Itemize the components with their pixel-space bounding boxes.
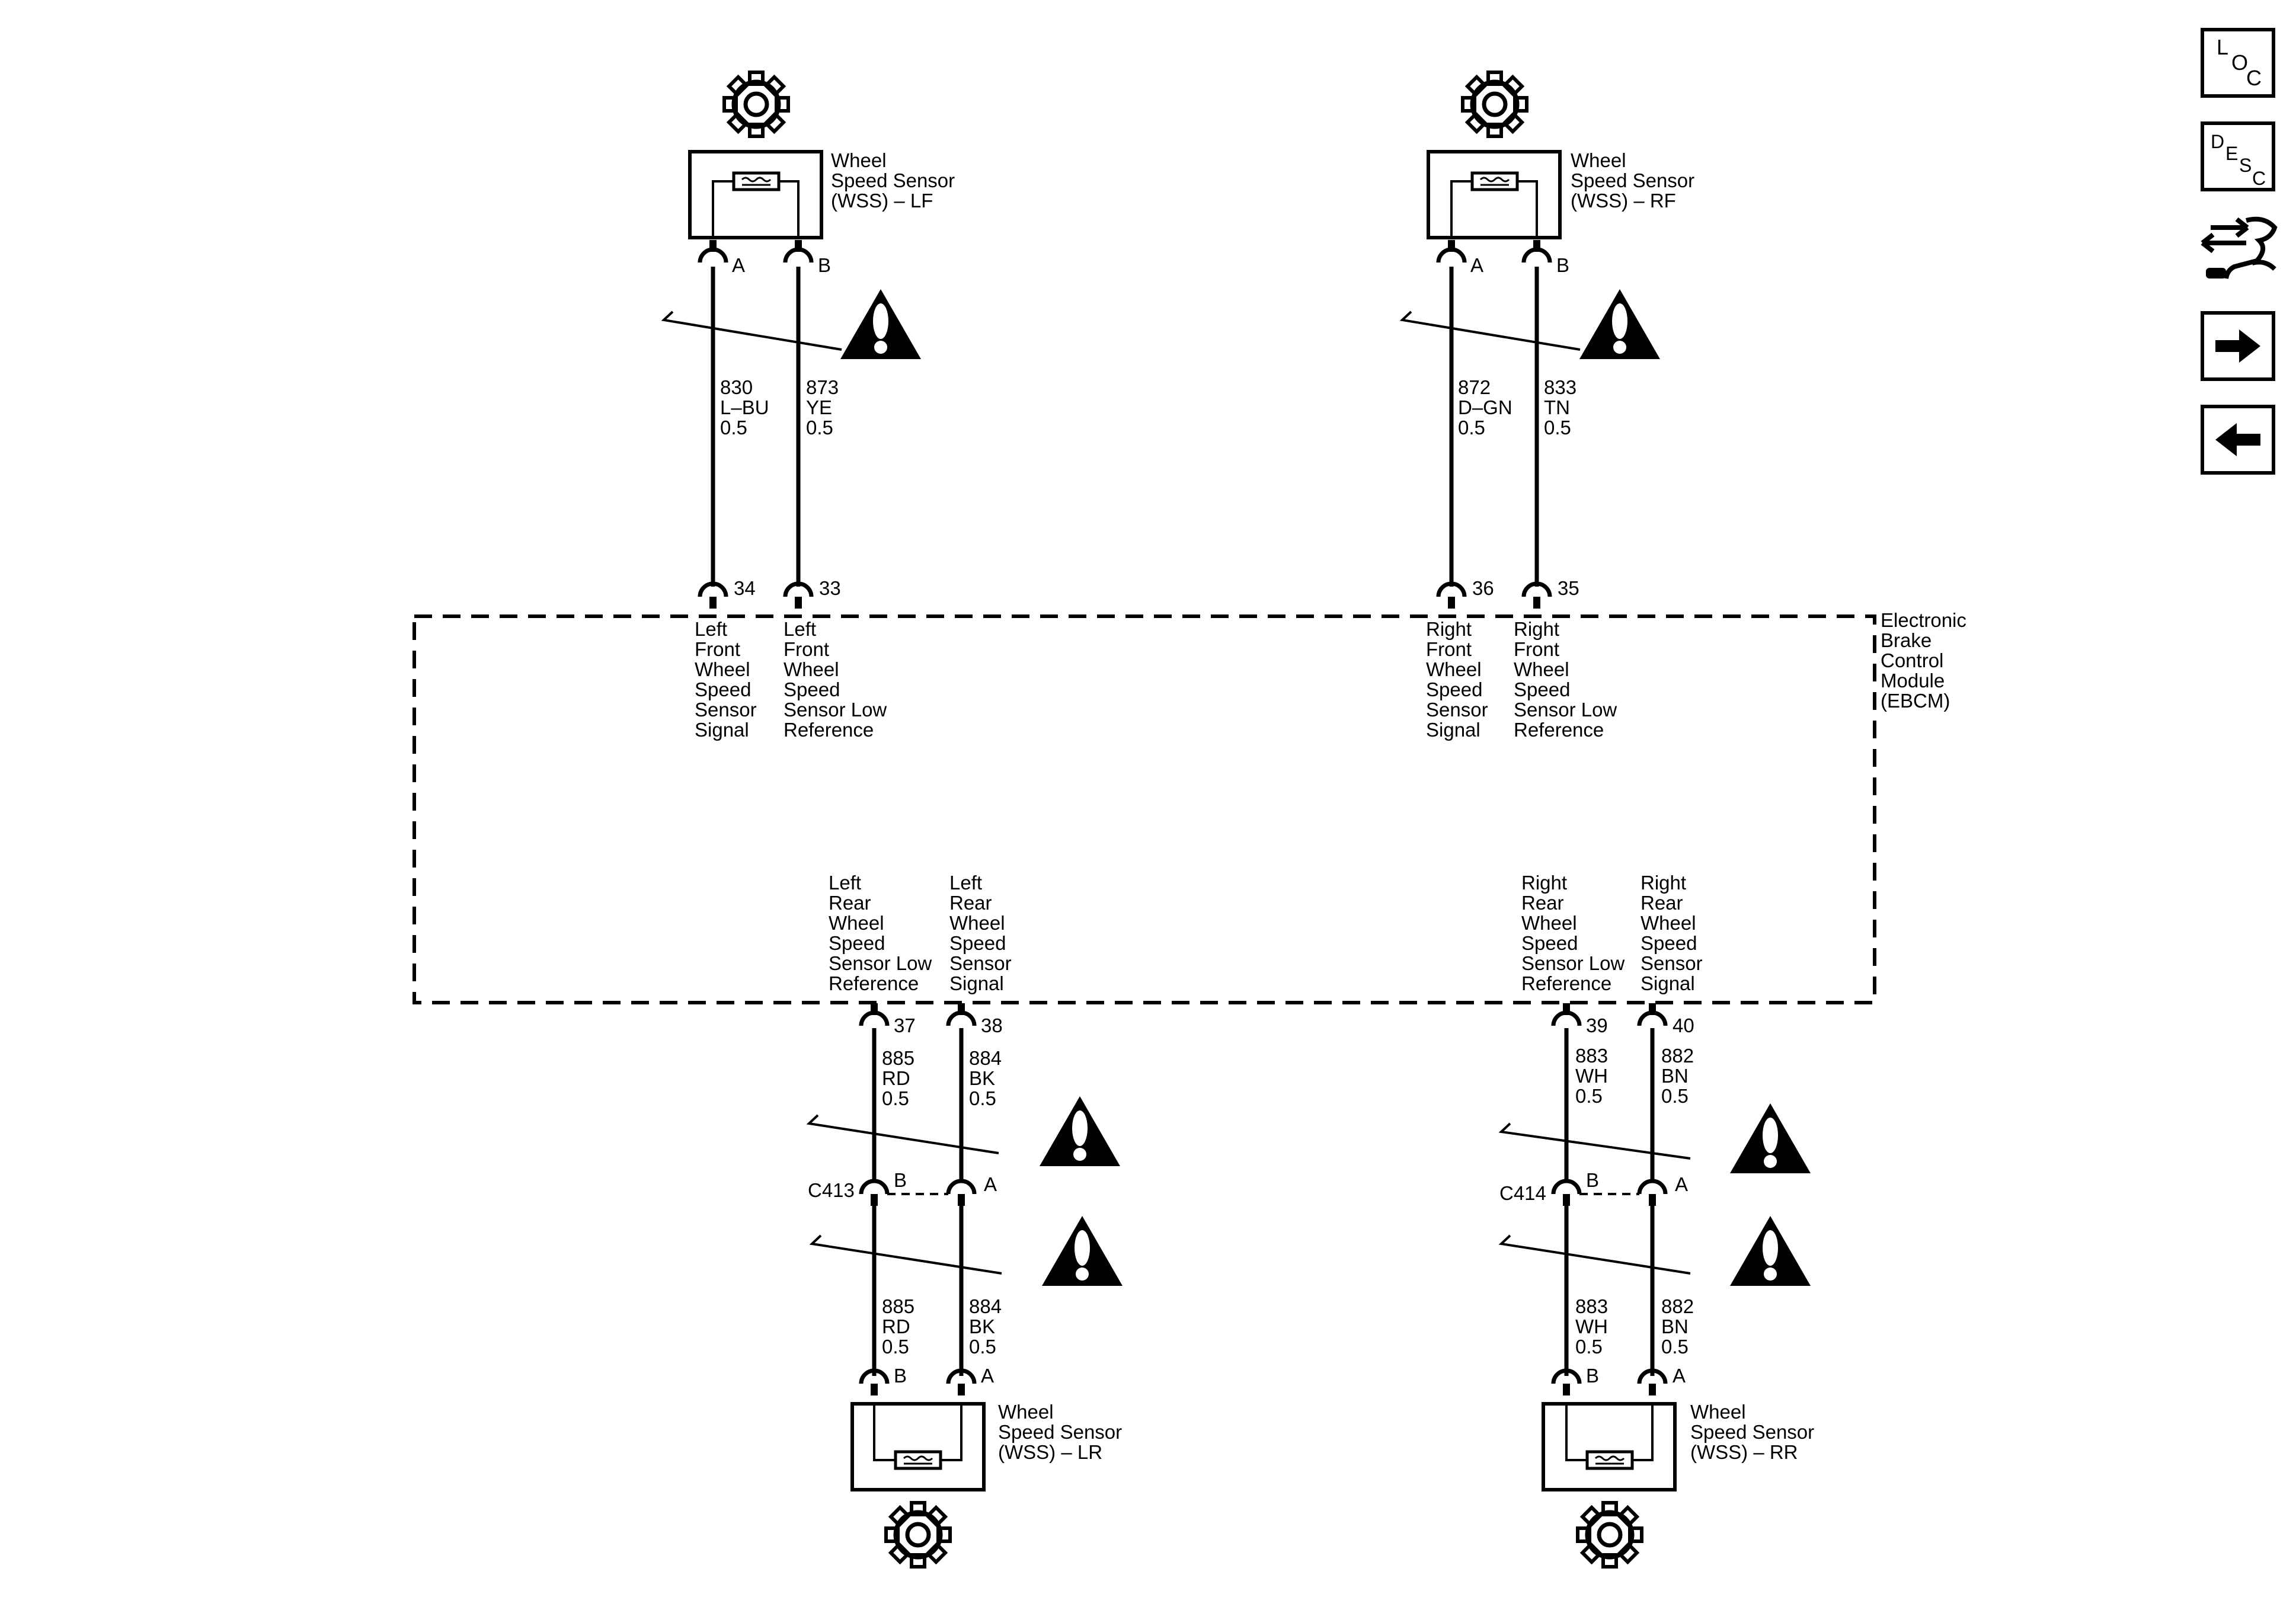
connector-c414[interactable]: C414 B A <box>1499 1169 1688 1206</box>
wheel-speed-sensor-rr[interactable]: B A Wheel Speed Sensor (WSS) – RR <box>1542 1365 1819 1567</box>
svg-text:33: 33 <box>819 577 841 599</box>
ebcm-pin-34[interactable]: 34 Left Front Wheel Speed Sensor Signal <box>695 577 762 741</box>
sensor-rf-label: Wheel Speed Sensor (WSS) – RF <box>1571 149 1700 212</box>
pin-label: B <box>894 1365 907 1387</box>
warning-icon[interactable] <box>1040 1096 1120 1166</box>
svg-text:L: L <box>2217 35 2228 59</box>
sensor-rr-label: Wheel Speed Sensor (WSS) – RR <box>1690 1401 1819 1463</box>
wire-label: 873 YE 0.5 <box>806 376 844 438</box>
warning-icon[interactable] <box>1730 1103 1811 1173</box>
pin-35-label: Right Front Wheel Speed Sensor Low Refer… <box>1514 618 1622 741</box>
svg-text:36: 36 <box>1472 577 1494 599</box>
harness-icon[interactable] <box>2201 216 2278 279</box>
pin-36-label: Right Front Wheel Speed Sensor Signal <box>1426 618 1494 741</box>
wire-label: 830 L–BU 0.5 <box>720 376 775 438</box>
break-line <box>1498 1122 1691 1160</box>
pin-label: A <box>1470 254 1483 276</box>
wire-label: 884 BK 0.5 <box>969 1047 1007 1109</box>
next-page-button[interactable] <box>2201 311 2275 381</box>
gear-icon <box>724 72 788 136</box>
svg-text:C414: C414 <box>1499 1182 1546 1204</box>
svg-text:38: 38 <box>981 1014 1003 1036</box>
pin-label: A <box>732 254 745 276</box>
loc-button[interactable]: L O C <box>2201 28 2275 98</box>
break-line <box>1399 311 1581 351</box>
pin-33-label: Left Front Wheel Speed Sensor Low Refere… <box>784 618 892 741</box>
desc-button[interactable]: D E S C <box>2201 121 2275 191</box>
break-line <box>806 1114 999 1154</box>
ebcm-pin-35[interactable]: 35 Right Front Wheel Speed Sensor Low Re… <box>1514 577 1622 741</box>
svg-text:34: 34 <box>734 577 756 599</box>
wire-label: 885 RD 0.5 <box>882 1295 920 1358</box>
pin-label: A <box>981 1365 994 1387</box>
warning-icon[interactable] <box>840 289 921 359</box>
break-line <box>1498 1234 1691 1275</box>
svg-text:35: 35 <box>1558 577 1579 599</box>
pin-39-label: Right Rear Wheel Speed Sensor Low Refere… <box>1521 872 1630 994</box>
break-line <box>809 1234 1002 1275</box>
connector-c413[interactable]: C413 B A <box>808 1169 997 1206</box>
warning-icon[interactable] <box>1042 1216 1123 1286</box>
next-arrow-icon <box>2215 329 2260 363</box>
break-line <box>661 311 842 351</box>
svg-text:B: B <box>894 1169 907 1191</box>
svg-text:C: C <box>2252 168 2266 189</box>
pin-label: B <box>1556 254 1569 276</box>
pin-label: B <box>818 254 831 276</box>
svg-text:39: 39 <box>1586 1014 1608 1036</box>
svg-text:O: O <box>2231 50 2248 75</box>
wire-label: 882 BN 0.5 <box>1661 1295 1699 1358</box>
ebcm-module-box <box>412 614 1876 1004</box>
svg-text:37: 37 <box>894 1014 916 1036</box>
wire-label: 885 RD 0.5 <box>882 1047 920 1109</box>
wire-label: 884 BK 0.5 <box>969 1295 1007 1358</box>
wheel-speed-sensor-lf[interactable]: Wheel Speed Sensor (WSS) – LF A B <box>688 72 960 276</box>
svg-text:A: A <box>984 1173 997 1195</box>
svg-text:C: C <box>2246 66 2262 90</box>
svg-text:E: E <box>2225 143 2238 164</box>
sensor-lr-label: Wheel Speed Sensor (WSS) – LR <box>998 1401 1127 1463</box>
ebcm-pin-37[interactable]: Left Rear Wheel Speed Sensor Low Referen… <box>829 872 937 1036</box>
ebcm-pin-39[interactable]: Right Rear Wheel Speed Sensor Low Refere… <box>1521 872 1630 1036</box>
wire-label: 883 WH 0.5 <box>1575 1045 1613 1107</box>
wire-label: 883 WH 0.5 <box>1575 1295 1613 1358</box>
sensor-lf-label: Wheel Speed Sensor (WSS) – LF <box>831 149 960 212</box>
pin-label: A <box>1673 1365 1686 1387</box>
ebcm-pin-38[interactable]: Left Rear Wheel Speed Sensor Signal 38 <box>948 872 1017 1036</box>
svg-text:A: A <box>1675 1173 1688 1195</box>
pin-37-label: Left Rear Wheel Speed Sensor Low Referen… <box>829 872 937 994</box>
wire-label: 882 BN 0.5 <box>1661 1045 1699 1107</box>
svg-text:D: D <box>2211 131 2224 152</box>
prev-page-button[interactable] <box>2201 405 2275 475</box>
gear-icon <box>886 1503 950 1567</box>
pin-38-label: Left Rear Wheel Speed Sensor Signal <box>949 872 1017 994</box>
gear-icon <box>1463 72 1527 136</box>
ebcm-pin-36[interactable]: 36 Right Front Wheel Speed Sensor Signal <box>1426 577 1494 741</box>
gear-icon <box>1578 1503 1642 1567</box>
wire-label: 833 TN 0.5 <box>1544 376 1582 438</box>
pin-34-label: Left Front Wheel Speed Sensor Signal <box>695 618 762 741</box>
ebcm-label: Electronic Brake Control Module (EBCM) <box>1881 609 1972 712</box>
pin-40-label: Right Rear Wheel Speed Sensor Signal <box>1641 872 1708 994</box>
wire-label: 872 D–GN 0.5 <box>1458 376 1518 438</box>
svg-text:C413: C413 <box>808 1179 855 1201</box>
warning-icon[interactable] <box>1579 289 1660 359</box>
wheel-speed-sensor-rf[interactable]: Wheel Speed Sensor (WSS) – RF A B <box>1427 72 1700 276</box>
svg-text:B: B <box>1586 1169 1599 1191</box>
svg-text:S: S <box>2239 155 2252 176</box>
prev-arrow-icon <box>2215 423 2260 456</box>
wheel-speed-sensor-lr[interactable]: B A Wheel Speed Sensor (WSS) – LR <box>850 1365 1127 1567</box>
ebcm-pin-40[interactable]: Right Rear Wheel Speed Sensor Signal 40 <box>1639 872 1708 1036</box>
pin-label: B <box>1586 1365 1599 1387</box>
svg-text:40: 40 <box>1673 1014 1694 1036</box>
ebcm-pin-33[interactable]: 33 Left Front Wheel Speed Sensor Low Ref… <box>784 577 892 741</box>
warning-icon[interactable] <box>1730 1216 1811 1286</box>
